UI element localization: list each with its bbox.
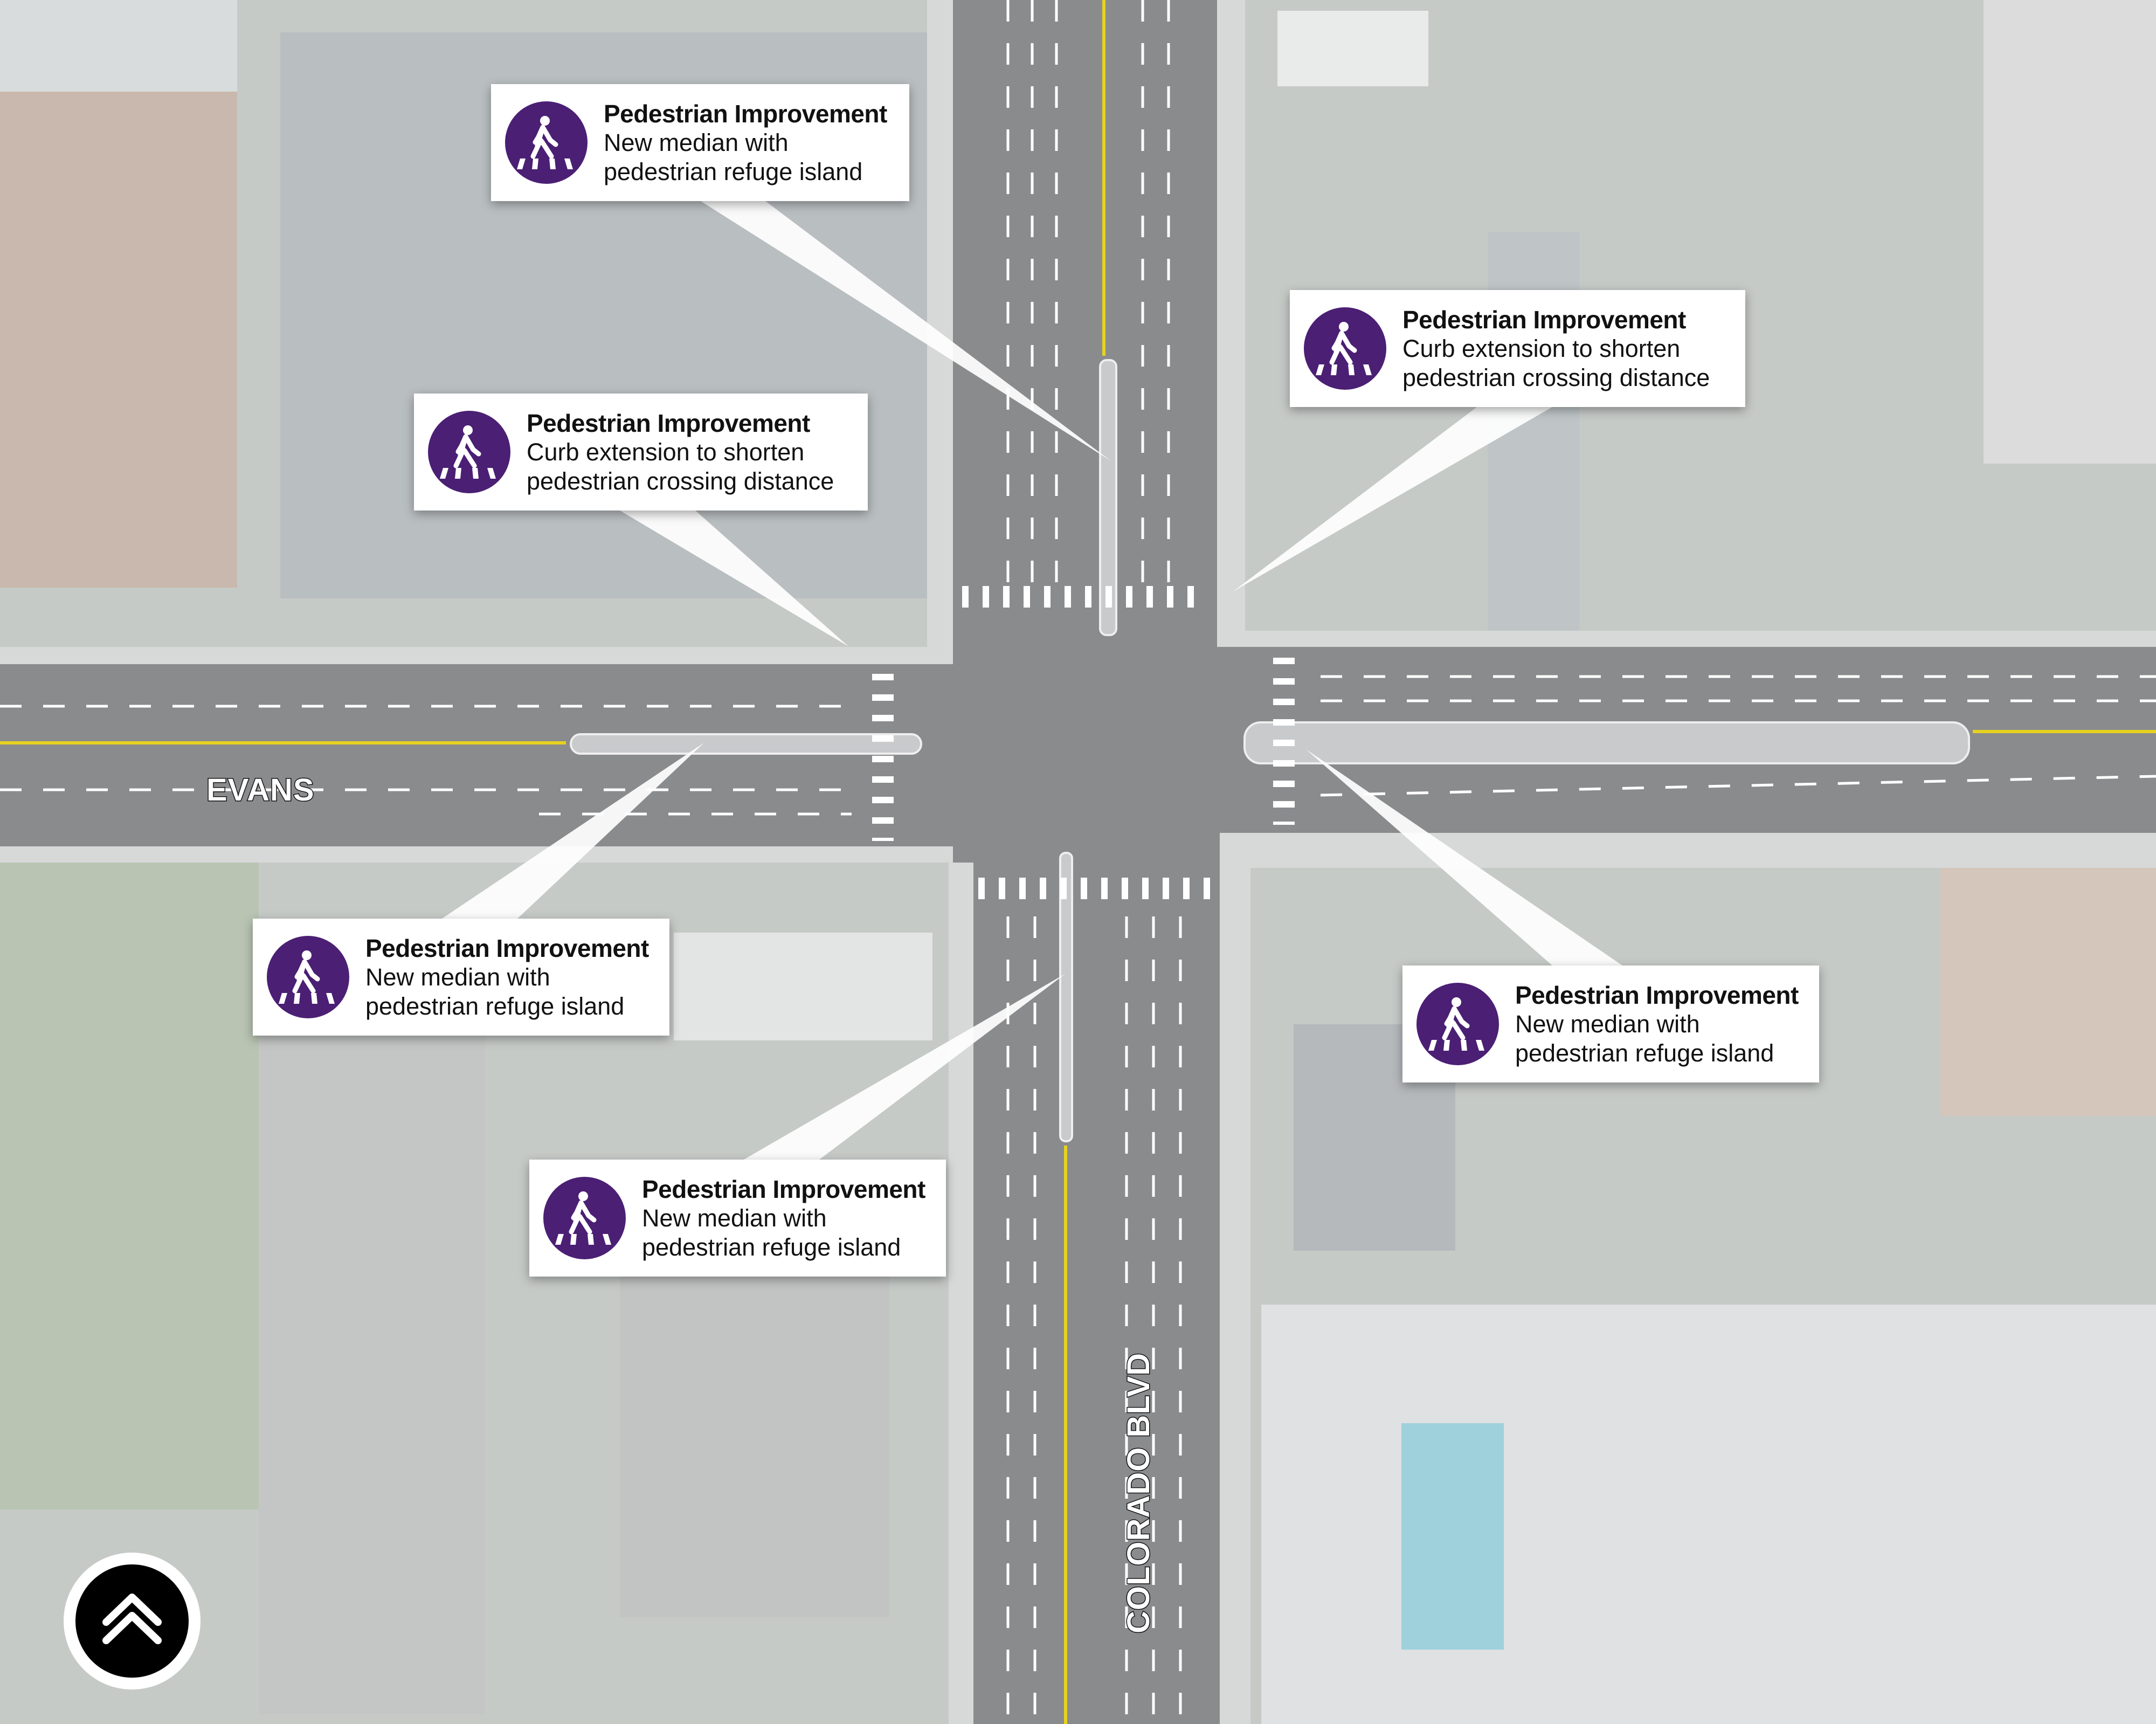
colorado-blvd-south bbox=[973, 841, 1220, 1724]
callout-title: Pedestrian Improvement bbox=[1402, 305, 1686, 334]
callout-description-line1: New median with bbox=[604, 128, 789, 156]
pedestrian-crosswalk-icon bbox=[543, 1177, 626, 1259]
callout-description-line1: New median with bbox=[365, 963, 550, 991]
callout-description-line2: pedestrian crossing distance bbox=[527, 467, 834, 495]
callout-title: Pedestrian Improvement bbox=[642, 1175, 925, 1203]
crosswalks bbox=[872, 586, 1295, 899]
callout-description-line1: Curb extension to shorten bbox=[527, 438, 805, 466]
callout-pointers bbox=[442, 201, 1622, 1160]
callout-description-line1: Curb extension to shorten bbox=[1402, 334, 1681, 362]
callout-title: Pedestrian Improvement bbox=[527, 409, 810, 437]
pedestrian-crosswalk-icon bbox=[267, 936, 349, 1018]
east-median bbox=[1243, 721, 1970, 764]
callout-title: Pedestrian Improvement bbox=[604, 99, 887, 128]
street-label-evans: EVANS bbox=[206, 772, 315, 809]
pointer-5 bbox=[744, 974, 1066, 1160]
callout-description-line2: pedestrian refuge island bbox=[604, 157, 863, 185]
callout-title: Pedestrian Improvement bbox=[365, 934, 649, 962]
pointer-3 bbox=[1233, 407, 1552, 591]
medians bbox=[570, 359, 1970, 1142]
street-label-colorado-blvd: COLORADO BLVD bbox=[1121, 1351, 1157, 1634]
callout-description-line2: pedestrian refuge island bbox=[642, 1233, 901, 1261]
pedestrian-crosswalk-icon bbox=[505, 101, 588, 184]
callout-description-line2: pedestrian crossing distance bbox=[1402, 363, 1710, 391]
pointer-2 bbox=[620, 511, 848, 646]
callout-description-line2: pedestrian refuge island bbox=[1515, 1039, 1774, 1067]
callout-description-line2: pedestrian refuge island bbox=[365, 992, 625, 1020]
south-median bbox=[1059, 852, 1073, 1142]
pointer-4 bbox=[442, 743, 704, 919]
west-median bbox=[570, 733, 922, 755]
evans-west bbox=[0, 664, 970, 846]
callout-description-line1: New median with bbox=[1515, 1010, 1700, 1038]
callout-title: Pedestrian Improvement bbox=[1515, 981, 1799, 1009]
pedestrian-crosswalk-icon bbox=[1416, 983, 1499, 1065]
pointer-1 bbox=[701, 201, 1111, 461]
north-median bbox=[1099, 359, 1117, 636]
pedestrian-crosswalk-icon bbox=[428, 411, 510, 493]
pointer-6 bbox=[1306, 749, 1622, 966]
intersection bbox=[953, 647, 1220, 863]
double-chevron-up-icon bbox=[75, 1564, 189, 1678]
pedestrian-crosswalk-icon bbox=[1304, 307, 1386, 390]
colorado-blvd-north bbox=[953, 0, 1217, 663]
scroll-up-button[interactable] bbox=[64, 1553, 201, 1689]
callout-description-line1: New median with bbox=[642, 1204, 827, 1232]
